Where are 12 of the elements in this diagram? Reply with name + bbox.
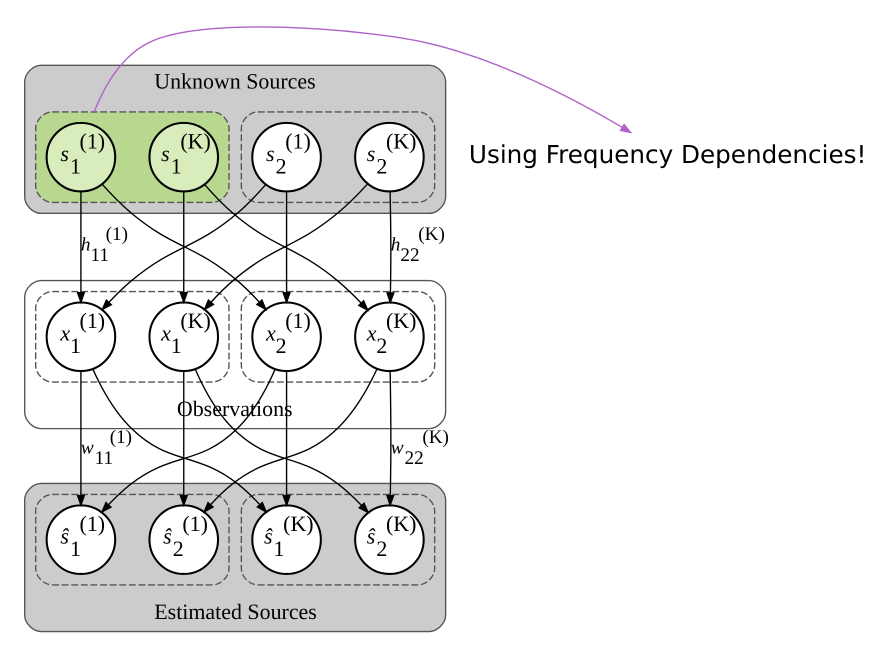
arrow bbox=[94, 26, 632, 134]
cluster bbox=[240, 111, 436, 204]
node-text: Using Frequency Dependencies! bbox=[468, 140, 866, 170]
arrow bbox=[76, 192, 86, 304]
arrow bbox=[282, 371, 291, 508]
arrow bbox=[179, 371, 188, 508]
arrow bbox=[386, 371, 395, 508]
arrow bbox=[179, 192, 188, 304]
cluster bbox=[34, 111, 230, 204]
arrow bbox=[282, 192, 291, 304]
arrow bbox=[386, 192, 395, 305]
arrow bbox=[76, 371, 86, 508]
